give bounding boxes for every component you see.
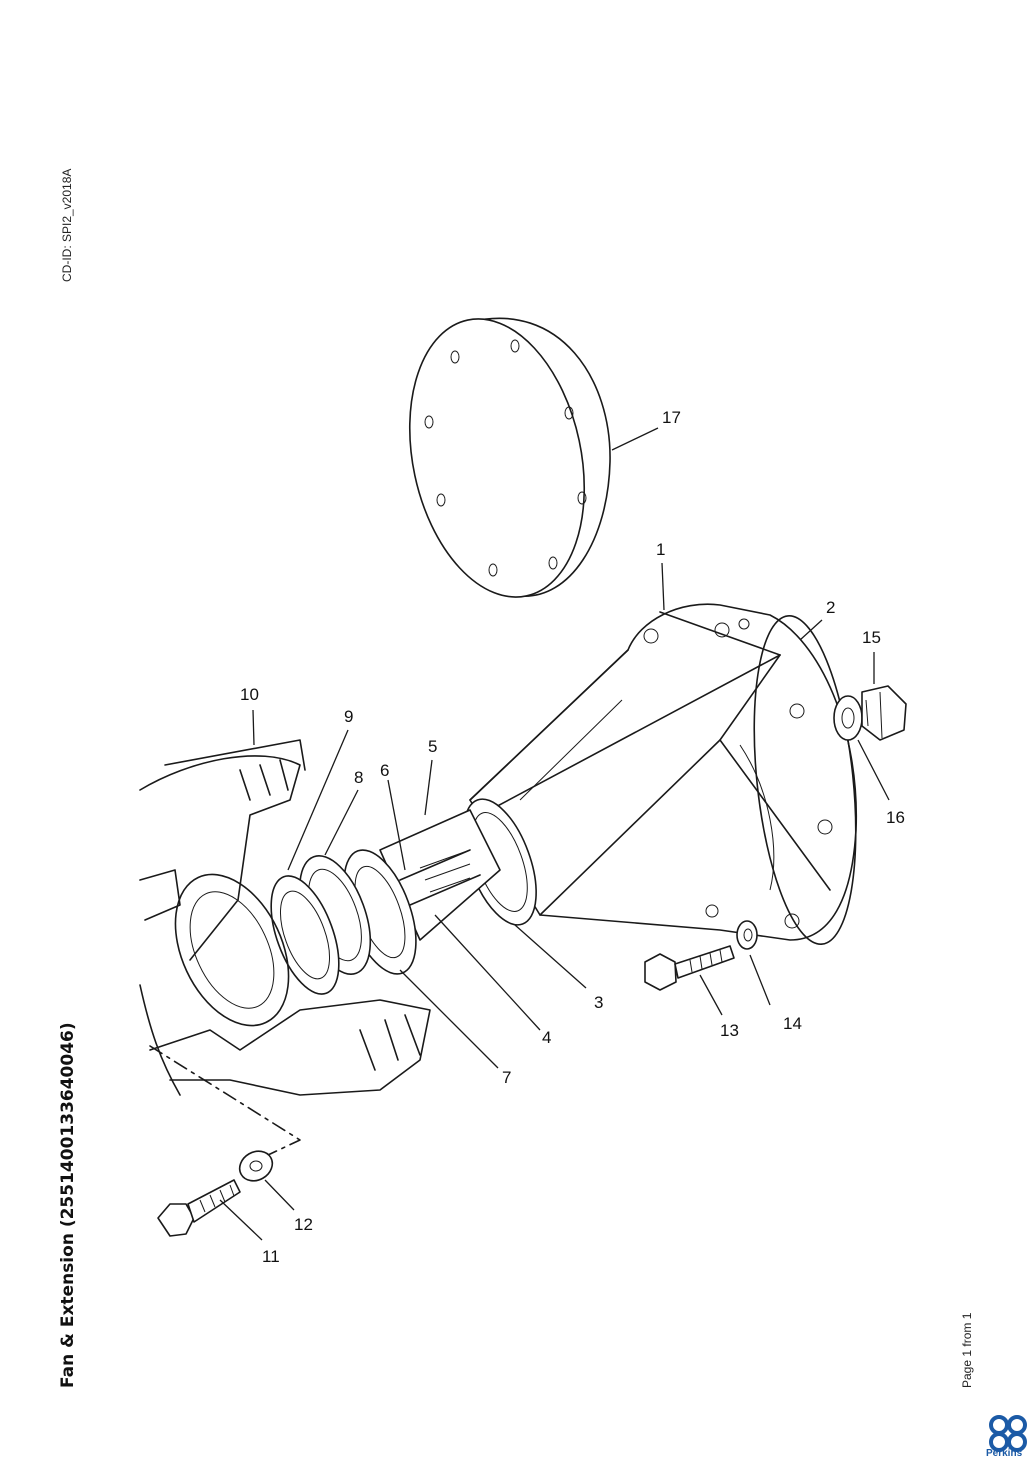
fan-hub — [139, 739, 431, 1096]
callout-5: 5 — [428, 737, 437, 756]
callout-1: 1 — [656, 540, 665, 559]
bolt-and-washer-right — [644, 920, 758, 991]
callout-10: 10 — [240, 685, 259, 704]
callout-labels: 1 2 3 4 5 6 7 8 9 10 11 12 13 14 15 16 1… — [240, 408, 905, 1266]
callout-6: 6 — [380, 761, 389, 780]
callout-8: 8 — [354, 768, 363, 787]
leader-lines — [219, 427, 890, 1241]
callout-11: 11 — [262, 1247, 280, 1266]
callout-2: 2 — [826, 598, 835, 617]
shaft-bearing-assembly — [270, 809, 501, 995]
fan-extension-housing — [463, 603, 858, 945]
callout-7: 7 — [502, 1068, 511, 1087]
callout-14: 14 — [783, 1014, 802, 1033]
callout-13: 13 — [720, 1021, 739, 1040]
nut-and-washer — [833, 685, 907, 741]
callout-9: 9 — [344, 707, 353, 726]
callout-16: 16 — [886, 808, 905, 827]
cover-plate — [408, 317, 611, 598]
callout-15: 15 — [862, 628, 881, 647]
brand-name: Perkins — [986, 1448, 1023, 1459]
callout-12: 12 — [294, 1215, 313, 1234]
callout-4: 4 — [542, 1028, 551, 1047]
perkins-logo-icon — [989, 1415, 1027, 1452]
callout-3: 3 — [594, 993, 603, 1012]
bolt-and-washer-left — [149, 1045, 301, 1237]
callout-17: 17 — [662, 408, 681, 427]
